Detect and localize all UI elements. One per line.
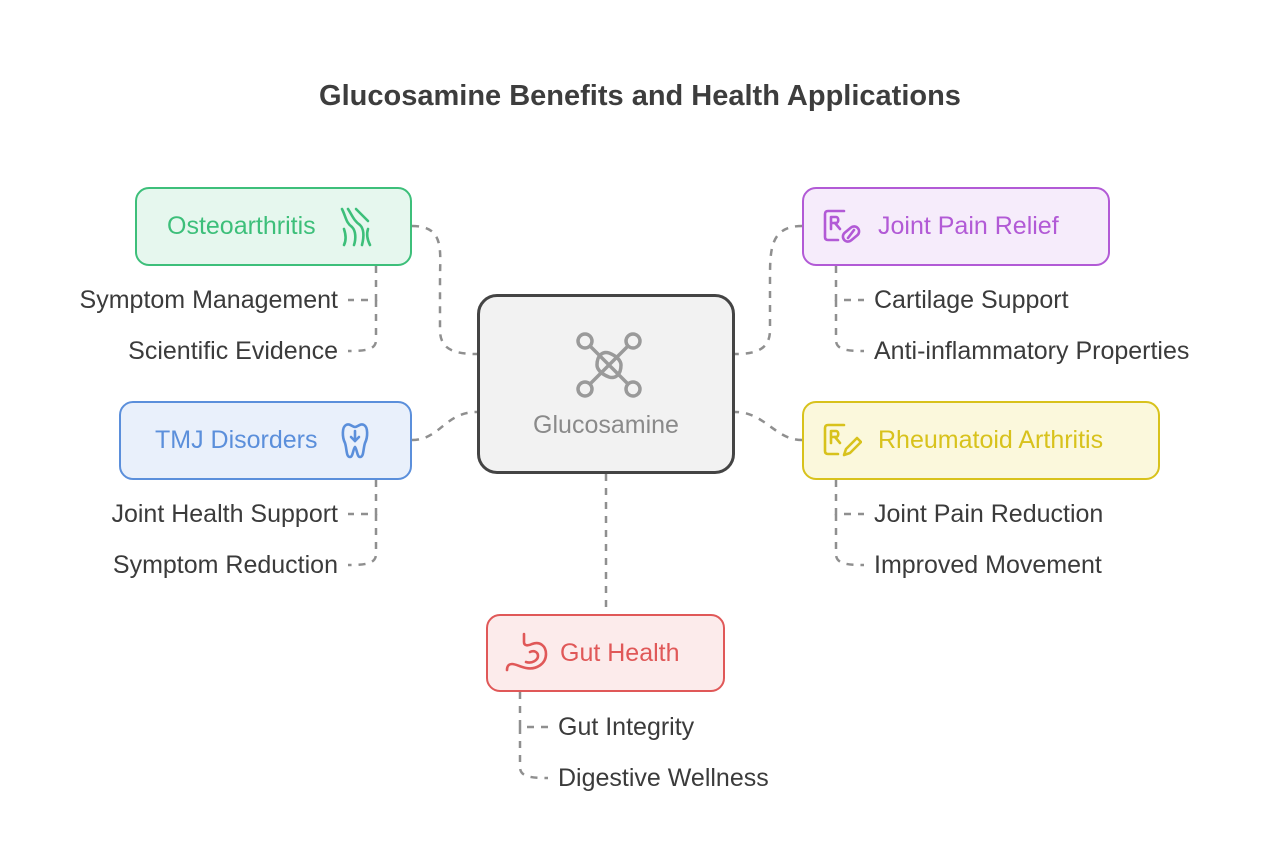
rheumatoid-item-1: Joint Pain Reduction bbox=[874, 500, 1104, 528]
osteoarthritis-item-1: Symptom Management bbox=[79, 286, 338, 314]
branch-gut-health[interactable]: Gut Health bbox=[486, 614, 725, 692]
branch-tmj-disorders[interactable]: TMJ Disorders bbox=[119, 401, 412, 480]
diagram-title: Glucosamine Benefits and Health Applicat… bbox=[319, 80, 961, 112]
gut-item-2: Digestive Wellness bbox=[558, 764, 769, 792]
branch-rheumatoid-label: Rheumatoid Arthritis bbox=[878, 426, 1104, 454]
center-label: Glucosamine bbox=[533, 411, 679, 439]
branch-rheumatoid-arthritis[interactable]: Rheumatoid Arthritis bbox=[802, 401, 1160, 480]
branch-joint-pain-label: Joint Pain Relief bbox=[878, 212, 1059, 240]
branch-joint-pain-relief[interactable]: Joint Pain Relief bbox=[802, 187, 1110, 266]
rheumatoid-item-2: Improved Movement bbox=[874, 551, 1102, 579]
connector-tmj bbox=[411, 410, 478, 442]
branch-tmj-label: TMJ Disorders bbox=[155, 426, 318, 454]
connector-osteoarthritis bbox=[411, 224, 478, 356]
connector-rheumatoid bbox=[734, 410, 803, 442]
prescription-pen-icon bbox=[823, 423, 862, 456]
center-node[interactable]: Glucosamine bbox=[477, 294, 735, 474]
joint-molecule-icon bbox=[576, 332, 642, 398]
joint-pain-item-2: Anti-inflammatory Properties bbox=[874, 337, 1190, 365]
prescription-pill-icon bbox=[823, 209, 861, 243]
gut-item-1: Gut Integrity bbox=[558, 713, 695, 741]
knee-joint-icon bbox=[340, 207, 371, 246]
stomach-icon bbox=[505, 632, 548, 672]
tmj-item-2: Symptom Reduction bbox=[112, 551, 338, 579]
connector-joint-pain bbox=[734, 224, 803, 356]
branch-osteoarthritis-label: Osteoarthritis bbox=[167, 212, 316, 240]
tmj-item-1: Joint Health Support bbox=[111, 500, 338, 528]
osteoarthritis-item-2: Scientific Evidence bbox=[128, 337, 338, 365]
joint-pain-item-1: Cartilage Support bbox=[874, 286, 1069, 314]
branch-gut-label: Gut Health bbox=[560, 638, 680, 667]
tooth-icon bbox=[341, 422, 368, 458]
branch-osteoarthritis[interactable]: Osteoarthritis bbox=[135, 187, 412, 266]
